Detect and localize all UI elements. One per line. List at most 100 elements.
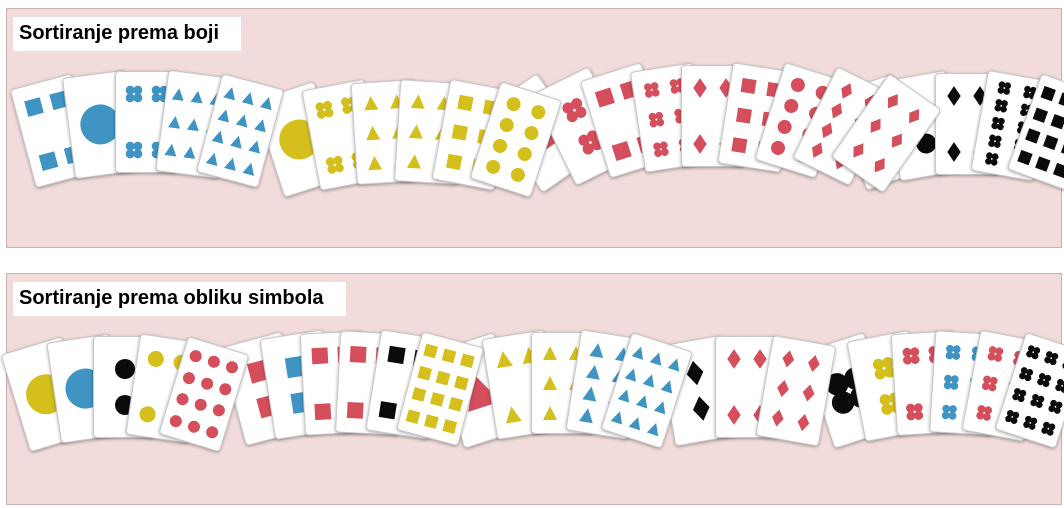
diamond-symbol [771, 408, 786, 427]
square-symbol [387, 346, 405, 364]
circle-symbol [484, 158, 502, 176]
triangle-symbol [654, 399, 669, 414]
triangle-symbol [582, 386, 598, 402]
square-symbol [350, 346, 367, 363]
square-symbol [436, 371, 451, 386]
triangle-symbol [636, 393, 651, 408]
circle-symbol [200, 376, 215, 391]
square-symbol [736, 107, 752, 123]
triangle-symbol [187, 117, 200, 130]
square-symbol [314, 403, 331, 420]
circle-symbol [147, 350, 165, 368]
triangle-symbol [643, 372, 658, 387]
diamond-symbol [837, 80, 855, 101]
triangle-symbol [230, 134, 245, 149]
diamond-symbol [776, 379, 791, 398]
circle-symbol [530, 103, 548, 121]
triangle-symbol [365, 126, 380, 141]
square-symbol [1035, 156, 1050, 171]
circle-symbol [188, 349, 203, 364]
cross-symbol [1054, 378, 1064, 394]
square-symbol [446, 154, 462, 170]
triangle-symbol [172, 87, 185, 100]
circle-symbol [505, 95, 523, 113]
color-sort-panel: Sortiranje prema boji [6, 8, 1062, 248]
triangle-symbol [647, 421, 662, 436]
triangle-symbol [254, 118, 269, 133]
diamond-symbol [693, 134, 706, 154]
diamond-symbol [807, 354, 822, 373]
circle-symbol [516, 145, 534, 163]
circle-symbol [168, 414, 183, 429]
circle-symbol [175, 392, 190, 407]
triangle-symbol [183, 145, 196, 158]
circle-symbol [523, 124, 541, 142]
cross-symbol [1018, 366, 1034, 382]
cross-symbol [1025, 344, 1041, 360]
triangle-symbol [589, 342, 605, 358]
square-symbol [406, 409, 421, 424]
diamond-symbol [691, 395, 712, 422]
square-symbol [417, 366, 432, 381]
cross-symbol [988, 134, 1002, 148]
cross-symbol [985, 152, 999, 166]
square-symbol [595, 88, 615, 108]
square-symbol [24, 97, 44, 117]
diamond-symbol [904, 106, 924, 127]
cross-symbol [643, 81, 660, 98]
triangle-symbol [625, 367, 640, 382]
diamond-symbol [866, 115, 886, 136]
triangle-symbol [650, 351, 665, 366]
cross-symbol [997, 81, 1011, 95]
cross-symbol [944, 375, 959, 390]
diamond-symbol [727, 349, 740, 369]
triangle-symbol [224, 156, 239, 171]
square-symbol [731, 137, 747, 153]
square-symbol [452, 124, 468, 140]
square-symbol [347, 402, 364, 419]
cross-symbol [902, 347, 920, 365]
triangle-symbol [248, 139, 263, 154]
triangle-symbol [168, 115, 181, 128]
cross-symbol [1029, 393, 1045, 409]
triangle-symbol [543, 406, 557, 420]
square-symbol [442, 419, 457, 434]
triangle-symbol [191, 90, 204, 103]
square-symbol [741, 77, 757, 93]
triangle-symbol [411, 94, 426, 109]
triangle-symbol [503, 405, 521, 423]
triangle-symbol [206, 151, 221, 166]
square-symbol [448, 397, 463, 412]
circle-symbol [205, 425, 220, 440]
triangle-symbol [236, 113, 251, 128]
cross-symbol [648, 111, 665, 128]
square-symbol [612, 141, 632, 161]
square-symbol [39, 151, 59, 171]
triangle-symbol [618, 388, 633, 403]
triangle-symbol [409, 124, 424, 139]
circle-symbol [769, 139, 787, 157]
circle-symbol [225, 360, 240, 375]
diamond-symbol [849, 140, 869, 161]
square-symbol [457, 95, 473, 111]
cross-symbol [1048, 399, 1064, 415]
triangle-symbol [242, 91, 257, 106]
diamond-symbol [693, 78, 706, 98]
square-symbol [1058, 92, 1064, 107]
cross-symbol [906, 403, 924, 421]
cross-symbol [942, 405, 957, 420]
triangle-symbol [367, 156, 382, 171]
diamond-symbol [887, 130, 907, 151]
cross-symbol [1043, 350, 1059, 366]
cross-symbol [981, 375, 998, 392]
triangle-symbol [217, 108, 232, 123]
triangle-symbol [543, 346, 557, 360]
diamond-symbol [818, 119, 836, 140]
circle-symbol [181, 371, 196, 386]
square-symbol [460, 353, 475, 368]
triangle-symbol [212, 129, 227, 144]
diamond-symbol [828, 100, 846, 121]
circle-symbol [509, 166, 527, 184]
circle-symbol [498, 116, 516, 134]
circle-symbol [789, 76, 807, 94]
